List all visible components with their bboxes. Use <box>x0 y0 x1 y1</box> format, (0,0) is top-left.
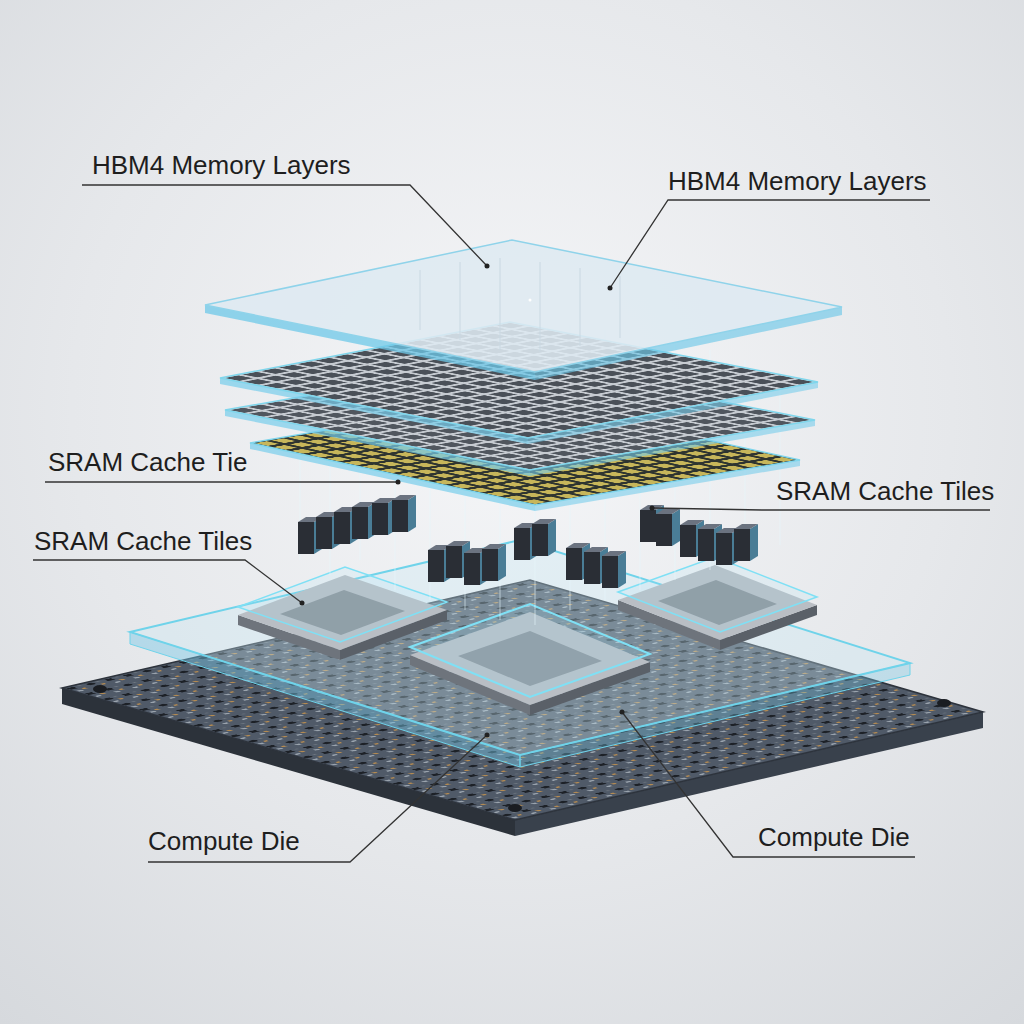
leader-dot <box>396 480 401 485</box>
leader-dot <box>300 601 305 606</box>
substrate-board <box>508 804 522 812</box>
leader-line <box>33 560 302 603</box>
top-glass-layer <box>608 286 612 290</box>
top-glass-layer <box>205 240 842 372</box>
compute-chiplet <box>410 604 650 697</box>
top-glass-layer <box>205 240 842 380</box>
callout-label: HBM4 Memory Layers <box>668 166 927 196</box>
cache-block <box>482 544 506 581</box>
leader-line <box>45 481 398 482</box>
leader-line <box>622 712 915 857</box>
cache-block <box>734 524 758 561</box>
leader-line <box>610 200 930 288</box>
top-glass-layer <box>485 264 489 268</box>
callout-label: SRAM Cache Tiles <box>776 476 994 506</box>
leader-line <box>82 185 487 266</box>
callout-label: SRAM Cache Tiles <box>34 526 252 556</box>
cache-block <box>532 519 556 556</box>
callout-label: Compute Die <box>148 826 300 856</box>
leader-line <box>33 185 990 862</box>
leader-dot <box>608 286 613 291</box>
compute-chiplet <box>618 557 817 650</box>
callout-label: HBM4 Memory Layers <box>92 150 351 180</box>
leader-line <box>148 735 487 862</box>
callout-label: SRAM Cache Tie <box>48 447 247 477</box>
interposer-plate <box>130 540 910 767</box>
compute-chiplet <box>410 604 650 715</box>
leader-dot <box>650 506 655 511</box>
leader-dot <box>485 733 490 738</box>
substrate-board <box>93 685 107 693</box>
leader-line <box>652 508 990 510</box>
top-glass-layer <box>529 299 532 302</box>
interposer-plate <box>130 540 910 755</box>
cache-block <box>392 495 416 532</box>
cache-block <box>656 509 680 546</box>
substrate-board <box>937 699 951 707</box>
cache-block <box>602 551 626 588</box>
leader-dot <box>485 264 490 269</box>
callout-label: Compute Die <box>758 822 910 852</box>
top-glass-layer <box>420 258 620 352</box>
compute-chiplet <box>618 557 817 632</box>
leader-dot <box>300 264 655 738</box>
leader-dot <box>620 710 625 715</box>
